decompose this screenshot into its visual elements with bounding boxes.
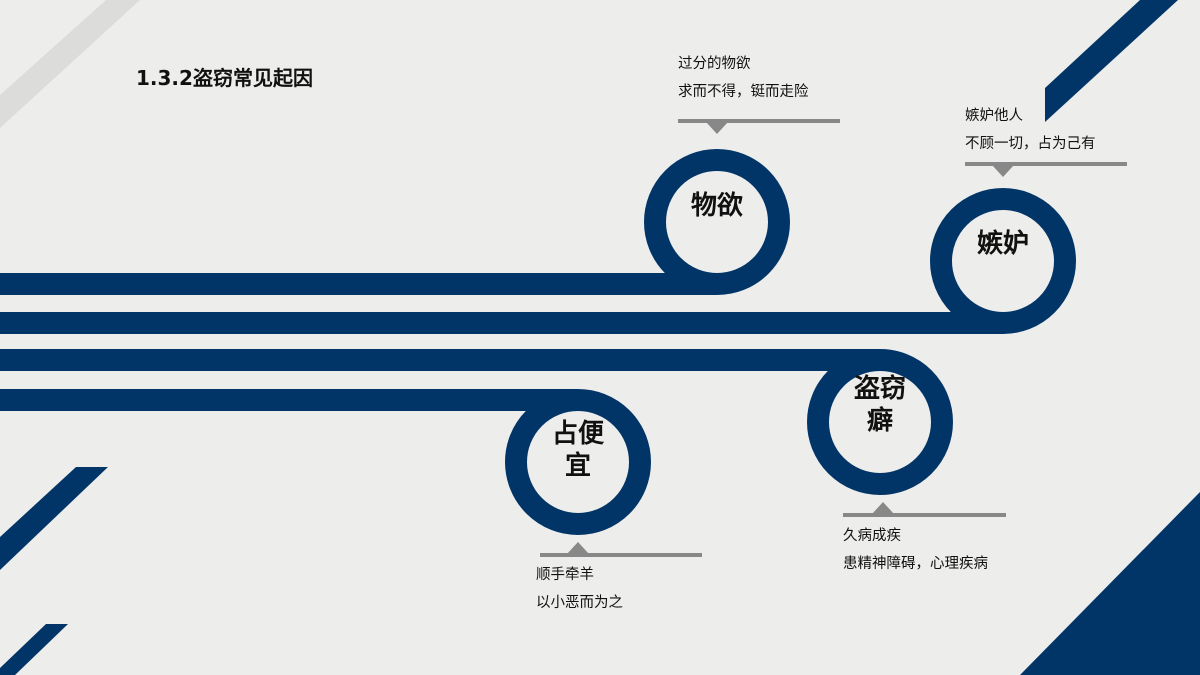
note-line: 求而不得，铤而走险 <box>678 84 809 100</box>
callout-pointer-jidu <box>965 162 1127 177</box>
ring-wuyu <box>644 149 790 295</box>
node-label-wuyu: 物欲 <box>690 191 743 221</box>
node-label-daoqiepi: 盗窃癖 <box>853 374 906 436</box>
node-label-zhanpianyi: 占便宜 <box>551 419 604 481</box>
decor-stripe-top-left <box>0 0 140 128</box>
ring-daoqiepi <box>807 349 953 495</box>
note-line: 嫉妒他人 <box>965 108 1023 124</box>
track-line-2 <box>0 312 1003 334</box>
callout-pointer-wuyu <box>678 119 840 134</box>
decor-stripe-top-right <box>1045 0 1178 122</box>
track-line-4 <box>0 389 578 411</box>
ring-jidu <box>930 188 1076 334</box>
note-daoqiepi: 久病成疾 患精神障碍，心理疾病 <box>843 522 988 578</box>
note-jidu: 嫉妒他人 不顾一切，占为己有 <box>965 102 1096 158</box>
callout-pointer-zhanpianyi <box>540 542 702 557</box>
slide-title: 1.3.2盗窃常见起因 <box>136 66 313 90</box>
ring-zhanpianyi <box>505 389 651 535</box>
track-line-3 <box>0 349 880 371</box>
track-line-1 <box>0 273 717 295</box>
note-line: 以小恶而为之 <box>536 595 623 611</box>
note-line: 患精神障碍，心理疾病 <box>843 556 988 572</box>
decor-stripe-bottom-left-2 <box>0 624 68 675</box>
note-line: 过分的物欲 <box>678 56 751 72</box>
decor-triangle-bottom-right <box>1020 492 1200 675</box>
decor-stripe-bottom-left <box>0 467 108 570</box>
node-label-jidu: 嫉妒 <box>976 229 1029 259</box>
note-zhanpianyi: 顺手牵羊 以小恶而为之 <box>536 561 623 617</box>
note-wuyu: 过分的物欲 求而不得，铤而走险 <box>678 50 809 106</box>
note-line: 不顾一切，占为己有 <box>965 136 1096 152</box>
note-line: 久病成疾 <box>843 528 901 544</box>
callout-pointer-daoqiepi <box>843 502 1006 517</box>
note-line: 顺手牵羊 <box>536 567 594 583</box>
